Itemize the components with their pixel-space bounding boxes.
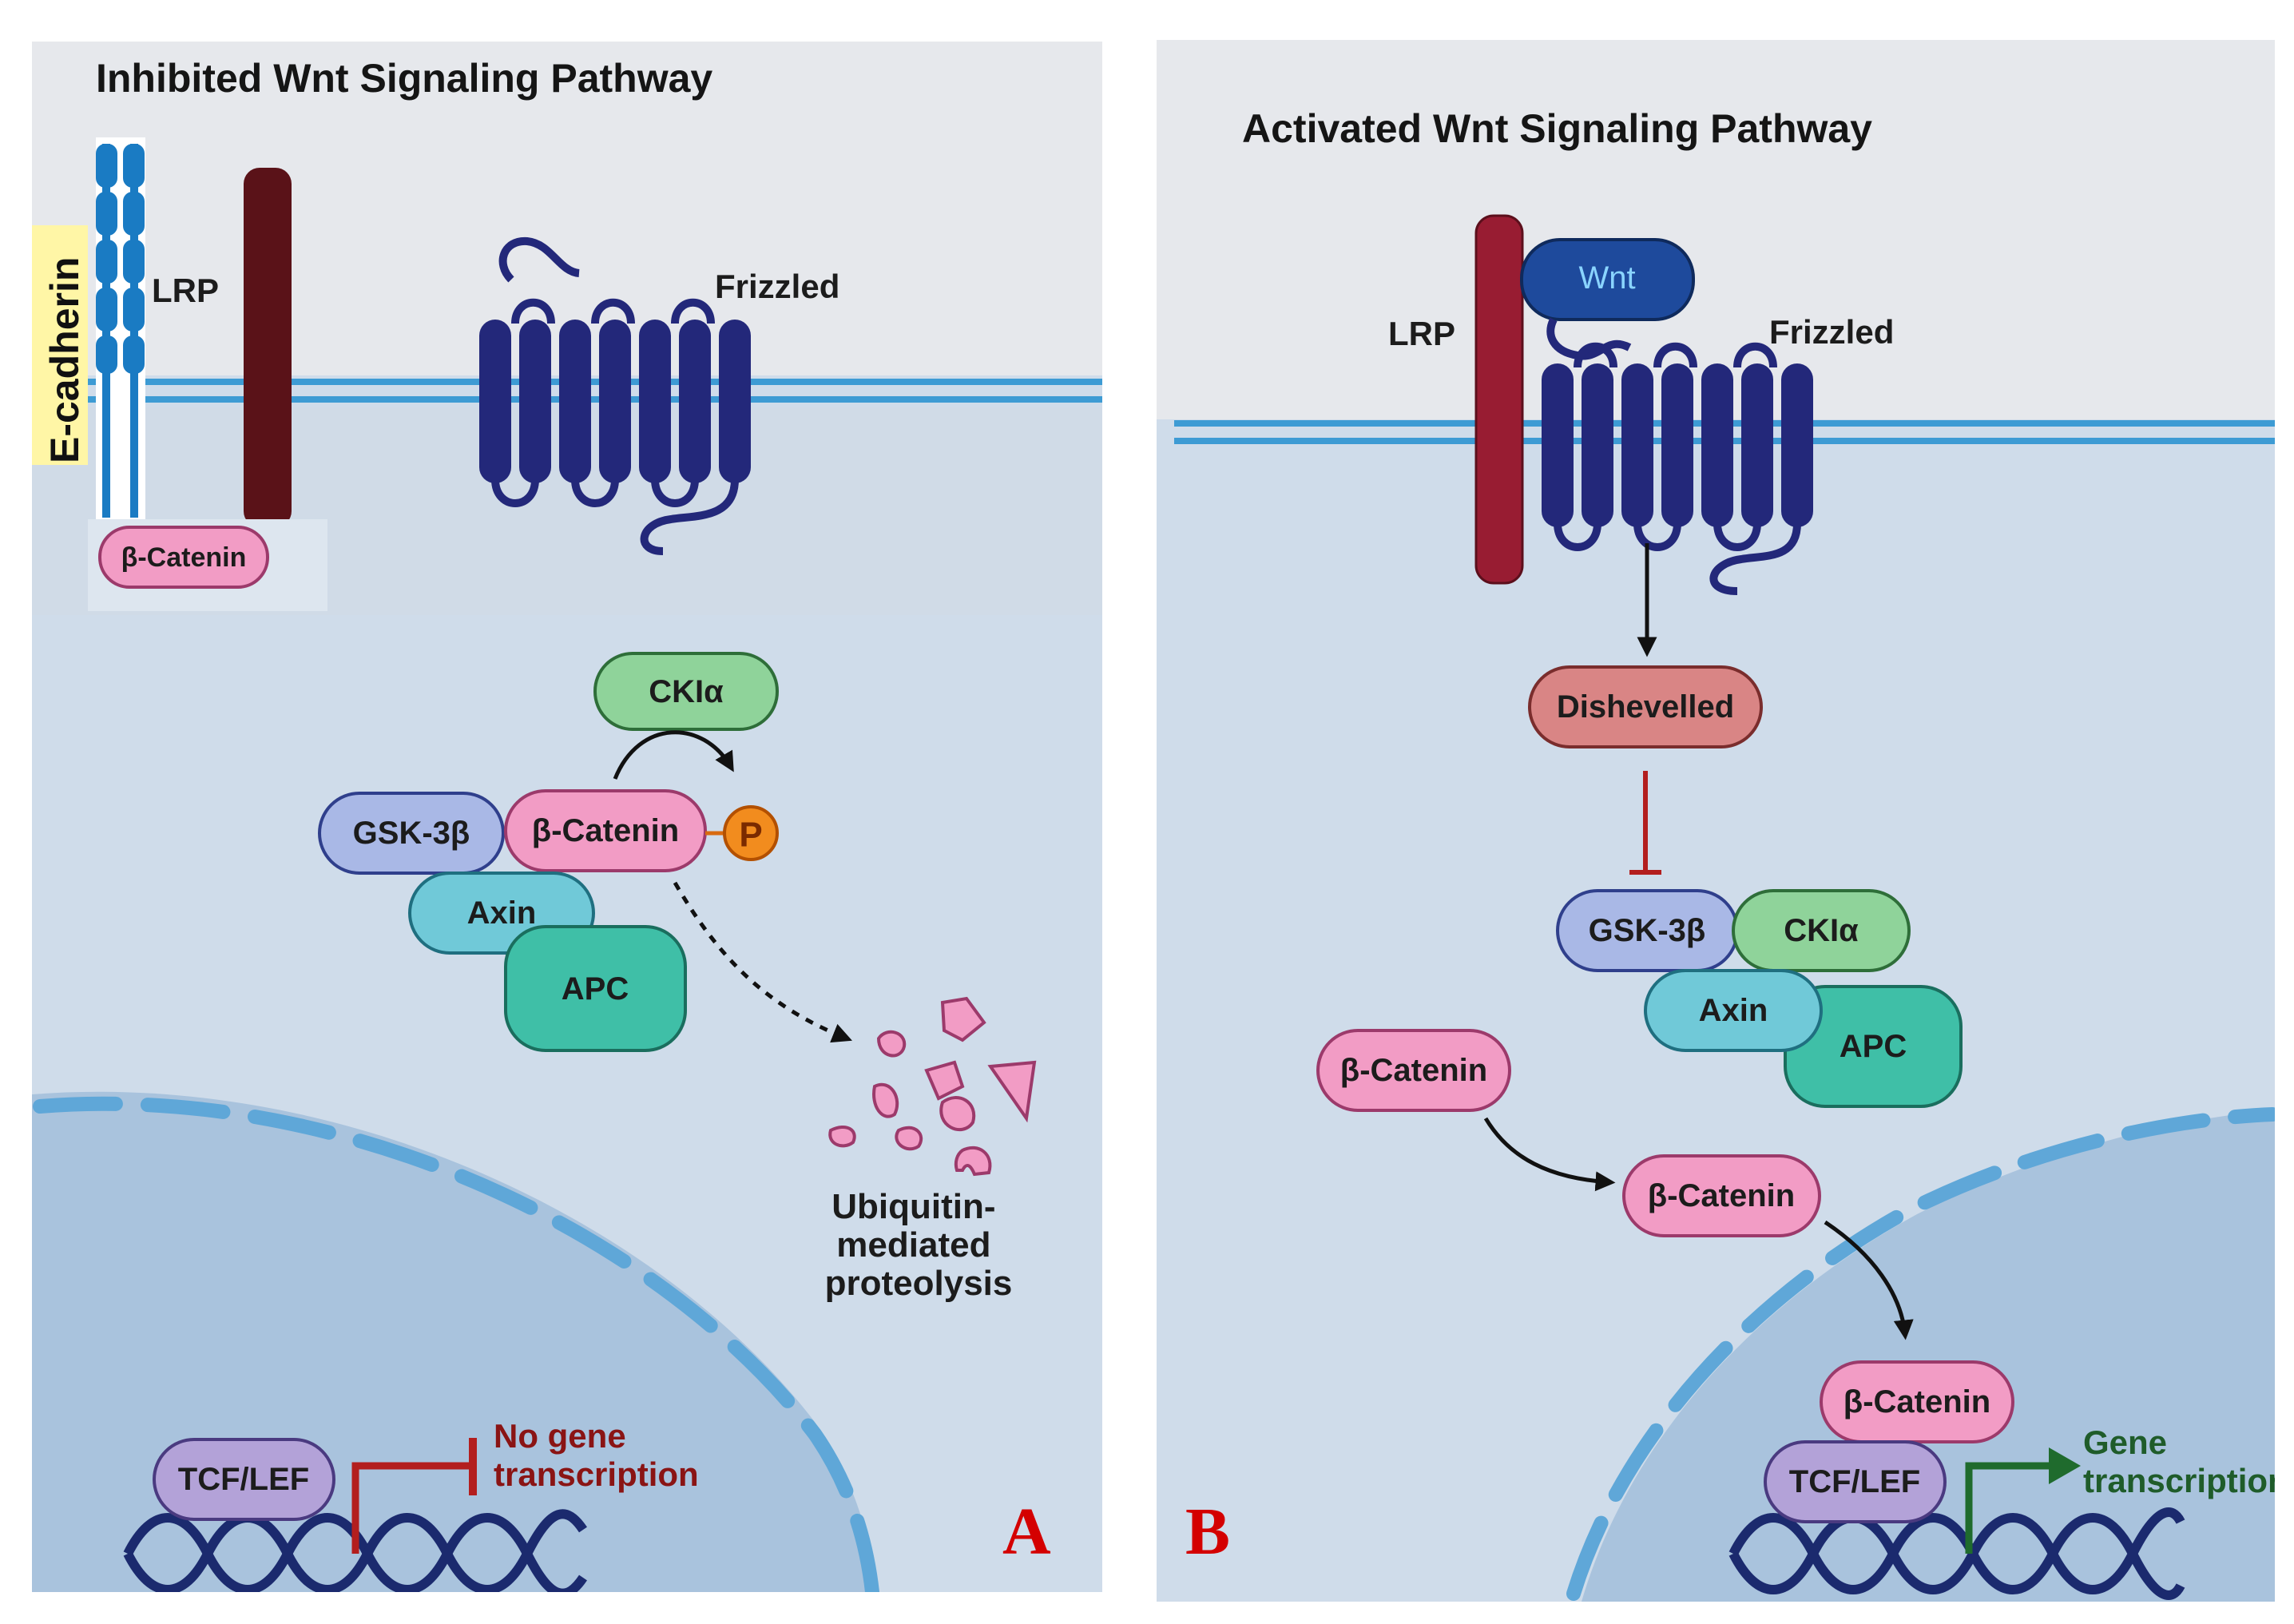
blocked-transcription-arrow: [351, 1462, 471, 1554]
panel-a-dna: [123, 1509, 587, 1592]
panel-b: Activated Wnt Signaling Pathway LRP Wnt …: [1157, 40, 2288, 1602]
moving-catenin-label: β-Catenin: [1648, 1178, 1795, 1213]
panel-a-lrp: [244, 168, 292, 527]
panel-b-lrp-label: LRP: [1388, 315, 1455, 352]
membrane-catenin-label: β-Catenin: [121, 542, 247, 573]
panel-b-nuclear-envelope: [1566, 1107, 2275, 1601]
complex-catenin-label: β-Catenin: [532, 813, 679, 848]
panel-b-axin-label: Axin: [1699, 993, 1768, 1028]
panel-a-title: Inhibited Wnt Signaling Pathway: [96, 56, 712, 101]
panel-b-frizzled-label: Frizzled: [1769, 313, 1894, 351]
panel-a-frizzled: [479, 236, 751, 555]
transcription-arrow-head: [2049, 1447, 2081, 1484]
panel-b-nucleus: [1582, 1110, 2275, 1602]
gene-transcription-line-2: transcription: [2083, 1462, 2288, 1499]
panel-b-gsk3b-label: GSK-3β: [1589, 913, 1706, 948]
panel-b-axin: [1644, 969, 1823, 1052]
panel-b-ck1a: [1732, 889, 1911, 972]
nuclear-import-arrow: [1824, 1220, 1914, 1340]
proteolysis-line-1: Ubiquitin-: [831, 1187, 995, 1226]
no-transcription-text: No gene transcription: [494, 1417, 699, 1493]
phosphorylation-arrow: [613, 730, 734, 780]
free-catenin: [1316, 1029, 1511, 1112]
panel-b-title: Activated Wnt Signaling Pathway: [1242, 106, 1872, 151]
proteolysis-note: Ubiquitin- mediated proteolysis: [825, 1187, 1013, 1303]
panel-a-frizzled-label: Frizzled: [715, 268, 839, 305]
proteolysis-line-2: mediated: [836, 1225, 990, 1265]
proteolysis-line-3: proteolysis: [825, 1264, 1013, 1303]
transcription-arrow-shaft: [1965, 1462, 2053, 1554]
dishevelled: [1528, 665, 1763, 748]
panel-a-tcf-lef-label: TCF/LEF: [178, 1462, 309, 1497]
dishevelled-label: Dishevelled: [1557, 689, 1734, 725]
panel-a-ck1a-label: CKIα: [649, 674, 724, 709]
no-transcription-line-2: transcription: [494, 1455, 699, 1493]
panel-a-lrp-label: LRP: [152, 272, 219, 309]
panel-a-apc: [504, 925, 687, 1052]
panel-b-lrp: [1474, 214, 1524, 585]
panel-a-nuclear-envelope: [33, 1096, 879, 1592]
wnt-ligand: [1520, 238, 1695, 321]
catenin-fragments: [828, 996, 1037, 1177]
free-catenin-label: β-Catenin: [1340, 1053, 1487, 1088]
e-cadherin-label: E-cadherin: [42, 257, 87, 463]
panel-b-frizzled: [1542, 317, 1813, 595]
phospho-label: P: [739, 816, 762, 855]
e-cadherin: E-cadherin: [32, 137, 145, 521]
panel-a-axin-label: Axin: [467, 895, 537, 931]
panel-b-letter: B: [1185, 1495, 1230, 1569]
panel-a-apc-label: APC: [562, 971, 629, 1007]
membrane-catenin: [98, 526, 269, 589]
panel-b-tcf-lef: [1764, 1440, 1947, 1523]
panel-b-ck1a-label: CKIα: [1784, 913, 1859, 948]
panel-a-ck1a: [593, 652, 779, 731]
complex-catenin: [504, 789, 707, 872]
panel-a-gsk3b-label: GSK-3β: [353, 816, 470, 851]
nuclear-catenin: [1820, 1360, 2014, 1443]
panel-a-tcf-lef: [153, 1438, 335, 1521]
catenin-accumulation-arrow: [1483, 1117, 1616, 1192]
phospho-group: [723, 805, 779, 861]
moving-catenin: [1622, 1154, 1821, 1237]
no-transcription-line-1: No gene: [494, 1417, 626, 1455]
panel-b-apc-label: APC: [1840, 1029, 1907, 1064]
nuclear-catenin-label: β-Catenin: [1844, 1384, 1990, 1420]
gene-transcription-line-1: Gene: [2083, 1423, 2167, 1461]
degradation-arrow: [673, 881, 852, 1043]
panel-a-gsk3b: [318, 792, 505, 875]
panel-a: Inhibited Wnt Signaling Pathway E-cadher…: [32, 42, 1102, 1592]
gene-transcription-text: Gene transcription: [2083, 1423, 2288, 1499]
wnt-label: Wnt: [1578, 260, 1635, 296]
panel-b-tcf-lef-label: TCF/LEF: [1789, 1464, 1920, 1499]
panel-a-letter: A: [1002, 1495, 1051, 1569]
